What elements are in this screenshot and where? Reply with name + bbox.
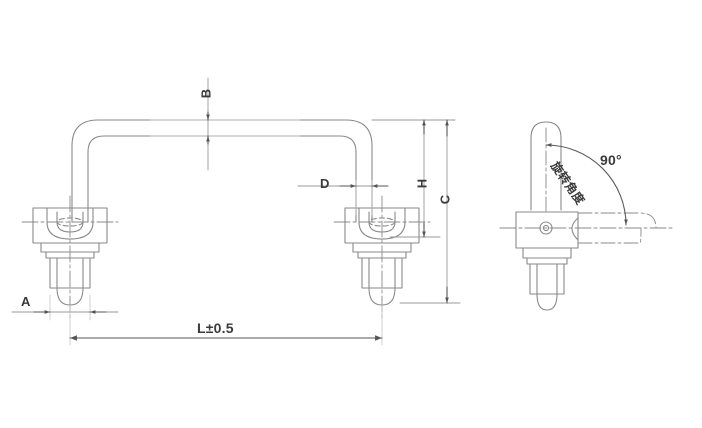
dimension-h — [371, 119, 456, 238]
right-mount-assembly — [333, 195, 431, 319]
rotation-arc — [545, 143, 628, 226]
dimension-label-b: B — [198, 88, 214, 99]
dimension-b — [149, 77, 301, 171]
dimension-d — [297, 179, 389, 216]
dimension-label-c: C — [437, 194, 453, 205]
rotation-angle-label: 90° — [600, 152, 622, 168]
left-mount-assembly — [21, 195, 119, 319]
dimension-label-length: L±0.5 — [197, 320, 234, 336]
dimension-label-h: H — [414, 178, 430, 189]
side-view-group — [499, 121, 673, 311]
dimension-label-d: D — [320, 176, 330, 191]
dimension-c — [399, 119, 461, 304]
dimension-label-a: A — [21, 294, 31, 309]
handle-tube-front — [71, 119, 373, 223]
